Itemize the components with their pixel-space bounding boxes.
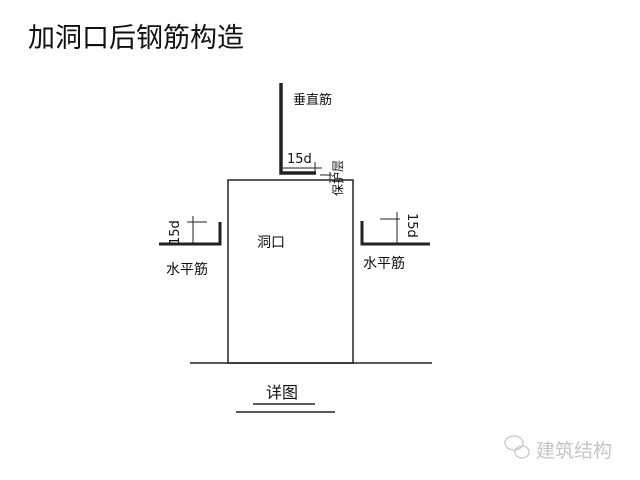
label-dim-left: 15d [168,220,183,245]
watermark-text: 建筑结构 [536,440,612,462]
label-horizontal-left: 水平筋 [166,261,208,278]
label-cover: 保护层 [331,160,345,196]
vertical-bar [279,83,316,175]
opening-outline [227,179,354,364]
label-horizontal-right: 水平筋 [363,255,405,272]
label-opening: 洞口 [257,235,285,251]
label-dim-right: 15d [404,213,419,238]
label-detail: 详图 [266,383,298,402]
horizontal-bar-left [159,222,222,246]
label-vertical-bar: 垂直筋 [293,92,332,108]
horizontal-bar-right [360,221,430,246]
page-title: 加洞口后钢筋构造 [28,23,244,54]
label-dim-top: 15d [287,152,312,167]
wechat-icon [504,435,530,459]
